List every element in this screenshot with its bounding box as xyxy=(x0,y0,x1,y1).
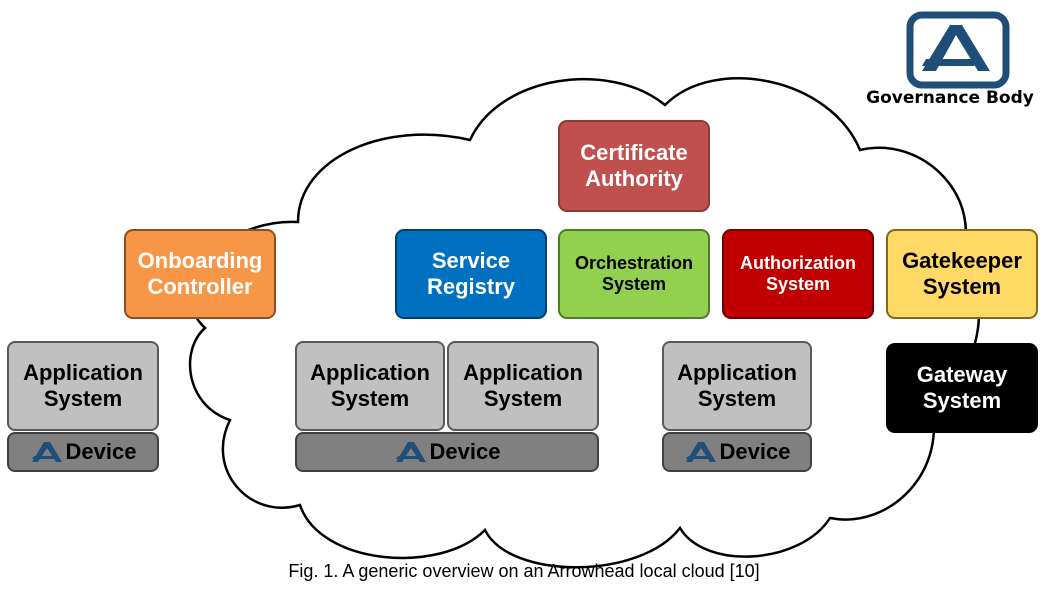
application-system-box: Application System xyxy=(662,341,812,431)
governance-body-label: Governance Body xyxy=(866,88,1034,108)
application-system-label: Application System xyxy=(677,360,797,411)
certificate-authority-label: Certificate Authority xyxy=(580,140,688,191)
application-system-box: Application System xyxy=(447,341,599,431)
onboarding-controller-box: Onboarding Controller xyxy=(124,229,276,319)
gateway-system-box: Gateway System xyxy=(886,343,1038,433)
figure-caption: Fig. 1. A generic overview on an Arrowhe… xyxy=(288,561,760,581)
certificate-authority-box: Certificate Authority xyxy=(558,120,710,212)
application-system-label: Application System xyxy=(463,360,583,411)
device-box: Device xyxy=(7,432,159,472)
application-system-label: Application System xyxy=(310,360,430,411)
gatekeeper-system-box: Gatekeeper System xyxy=(886,229,1038,319)
device-label: Device xyxy=(429,439,501,464)
application-system-box: Application System xyxy=(295,341,445,431)
arrowhead-device-icon xyxy=(31,442,62,462)
device-box: Device xyxy=(662,432,812,472)
gatekeeper-system-label: Gatekeeper System xyxy=(902,248,1022,299)
service-registry-label: Service Registry xyxy=(426,248,516,299)
authorization-system-box: Authorization System xyxy=(722,229,874,319)
application-system-label: Application System xyxy=(23,360,143,411)
orchestration-system-label: Orchestration System xyxy=(574,252,694,294)
device-box: Device xyxy=(295,432,599,472)
onboarding-controller-label: Onboarding Controller xyxy=(137,248,263,299)
arrowhead-device-icon xyxy=(685,442,716,462)
application-system-box: Application System xyxy=(7,341,159,431)
authorization-system-label: Authorization System xyxy=(740,252,856,294)
orchestration-system-box: Orchestration System xyxy=(558,229,710,319)
arrowhead-device-icon xyxy=(395,442,426,462)
arrowhead-logo-icon xyxy=(906,11,1010,89)
device-label: Device xyxy=(719,439,791,464)
gateway-system-label: Gateway System xyxy=(916,362,1008,413)
device-label: Device xyxy=(65,439,137,464)
service-registry-box: Service Registry xyxy=(395,229,547,319)
